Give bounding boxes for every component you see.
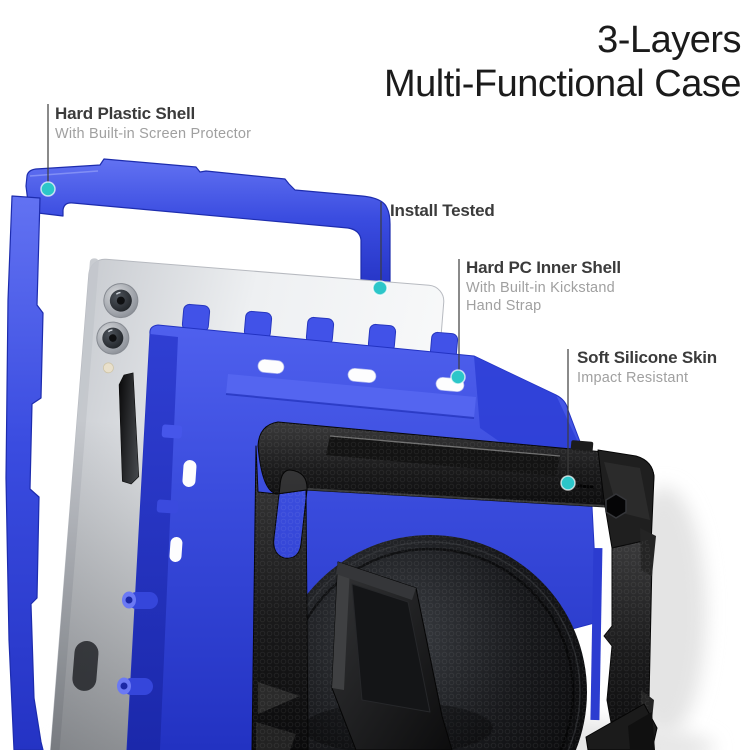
tablet-camera-top — [103, 283, 139, 319]
strap-peg-top — [122, 591, 158, 609]
front-frame-left-bar — [5, 195, 44, 750]
front-frame-top-bar — [25, 158, 391, 293]
marker-dot-hard-plastic-shell — [40, 181, 56, 197]
strap-peg-bottom — [117, 677, 153, 695]
callout-heading: Install Tested — [390, 201, 495, 220]
kickstand — [331, 561, 453, 750]
marker-dot-hard-pc-inner-shell — [450, 369, 466, 385]
skin-left-column — [251, 445, 309, 750]
callout-hard-pc-inner-shell: Hard PC Inner Shell With Built-in Kickst… — [466, 258, 621, 315]
tablet-flash — [103, 362, 114, 374]
callout-hard-plastic-shell: Hard Plastic Shell With Built-in Screen … — [55, 104, 251, 144]
callout-heading: Hard Plastic Shell — [55, 104, 196, 123]
marker-dot-soft-silicone-skin — [560, 475, 576, 491]
callout-subtext: Hand Strap — [466, 297, 542, 314]
pc-shell-front-ridge — [226, 374, 476, 418]
callout-subtext: Impact Resistant — [577, 369, 689, 386]
title-line-2: Multi-Functional Case — [384, 63, 741, 106]
silicone-skin-layer — [251, 421, 658, 750]
hard-plastic-shell-layer — [5, 158, 391, 750]
callout-subtext: With Built-in Screen Protector — [55, 125, 252, 142]
callout-markers — [40, 104, 576, 491]
callout-heading: Hard PC Inner Shell — [466, 258, 621, 277]
title-line-1: 3-Layers — [597, 19, 741, 61]
callout-soft-silicone-skin: Soft Silicone Skin Impact Resistant — [577, 348, 717, 388]
callout-heading: Soft Silicone Skin — [577, 348, 717, 367]
skin-right-bar — [585, 528, 658, 750]
marker-dot-install-tested — [372, 280, 388, 296]
tablet-camera-bottom — [96, 321, 130, 355]
callout-subtext: With Built-in Kickstand — [466, 279, 615, 296]
page-title: 3-Layers Multi-Functional Case — [384, 18, 741, 106]
callout-install-tested: Install Tested — [390, 201, 495, 221]
strap-hole — [605, 493, 627, 519]
